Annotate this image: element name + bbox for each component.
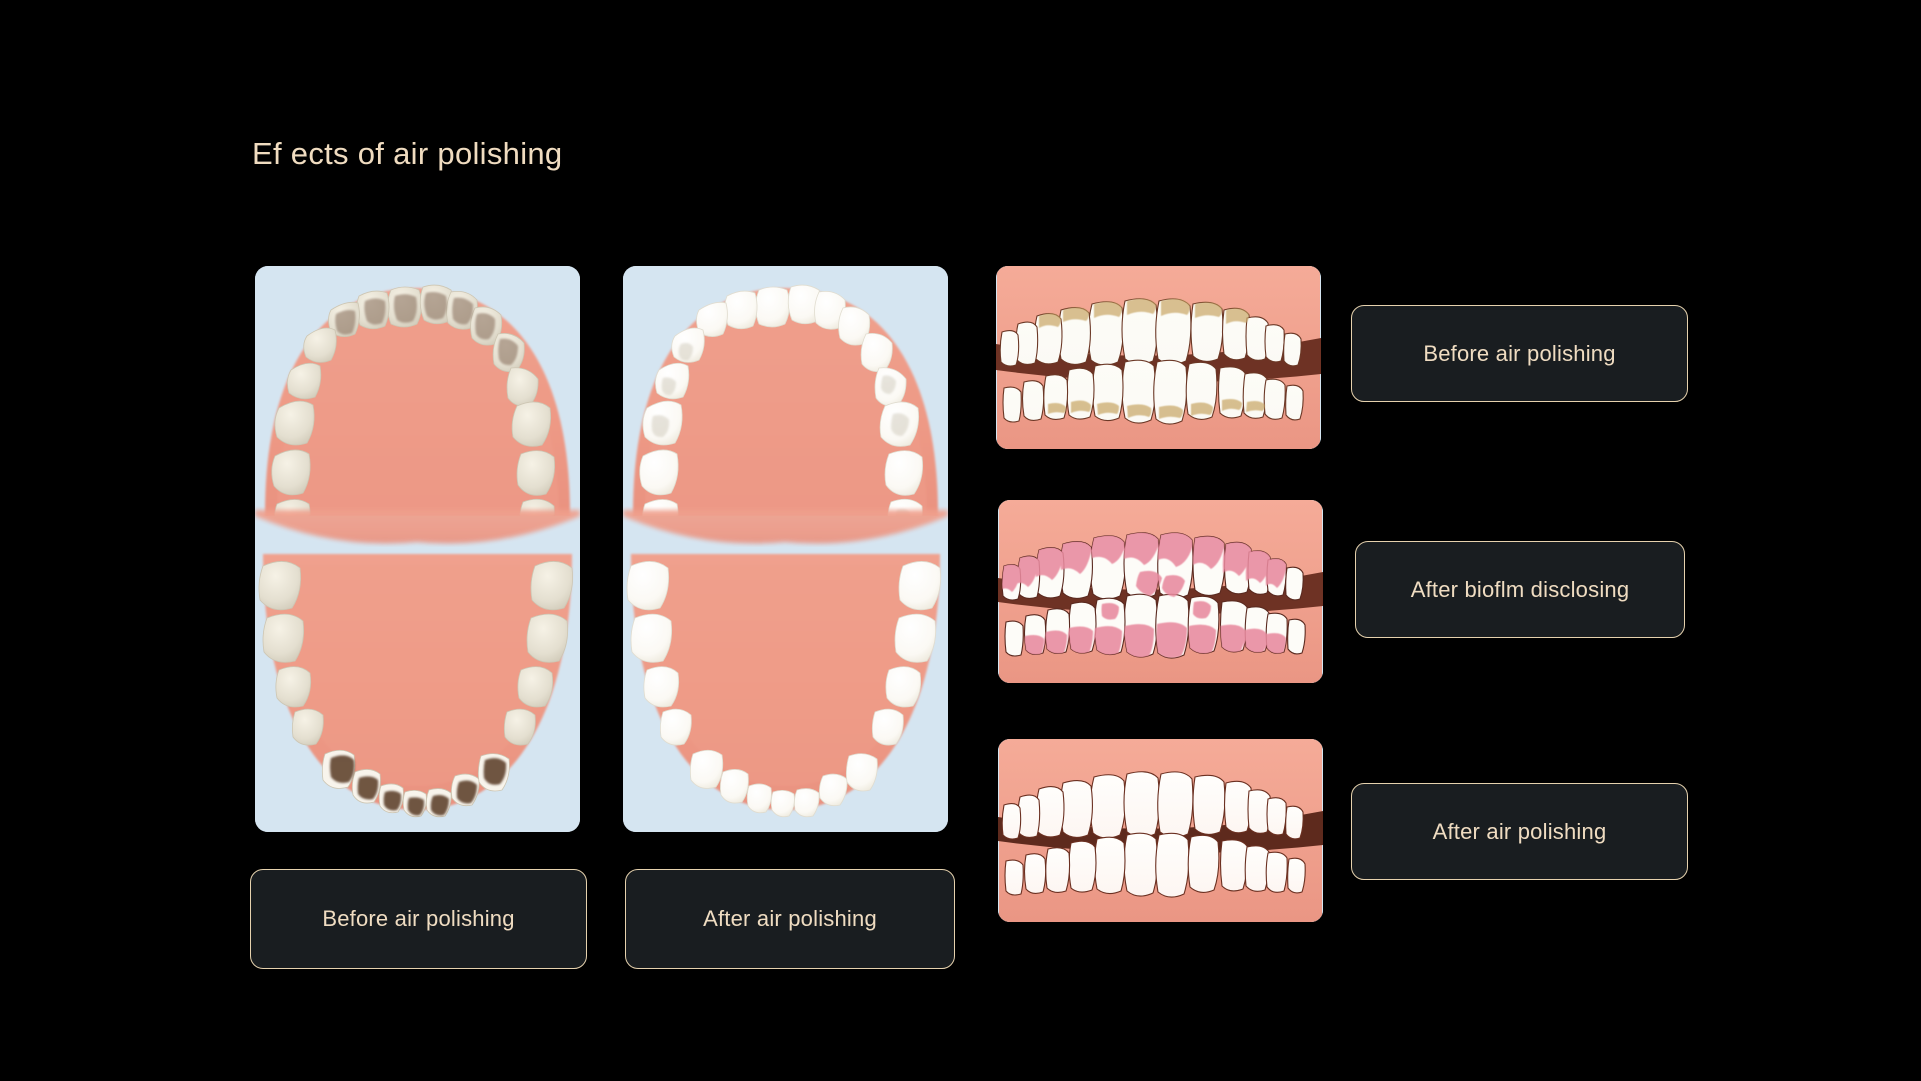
caption-card-after-air-polishing-frontal[interactable]: After air polishing [1351,783,1688,880]
caption-card-after-air-polishing-arches[interactable]: After air polishing [625,869,955,969]
image-after-air-polishing-arches [623,266,948,832]
frontal-dentition-disclosed-illustration [998,500,1323,683]
image-after-biofilm-disclosing-frontal [998,500,1323,683]
page-title: Ef ects of air polishing [252,136,563,171]
image-before-air-polishing-arches [255,266,580,832]
frontal-dentition-after-illustration [998,739,1323,922]
caption-card-before-air-polishing-arches[interactable]: Before air polishing [250,869,587,969]
dental-arch-after-illustration [623,266,948,832]
caption-label: After bioflm disclosing [1410,576,1630,602]
caption-card-after-biofilm-disclosing[interactable]: After bioflm disclosing [1355,541,1685,638]
image-before-air-polishing-frontal [996,266,1321,449]
caption-card-before-air-polishing-frontal[interactable]: Before air polishing [1351,305,1688,402]
caption-label: Before air polishing [1423,340,1616,366]
frontal-dentition-before-illustration [996,266,1321,449]
dental-arch-before-illustration [255,266,580,832]
caption-label: After air polishing [1432,818,1607,844]
caption-label: Before air polishing [322,906,515,931]
caption-label: After air polishing [703,906,877,931]
image-after-air-polishing-frontal [998,739,1323,922]
